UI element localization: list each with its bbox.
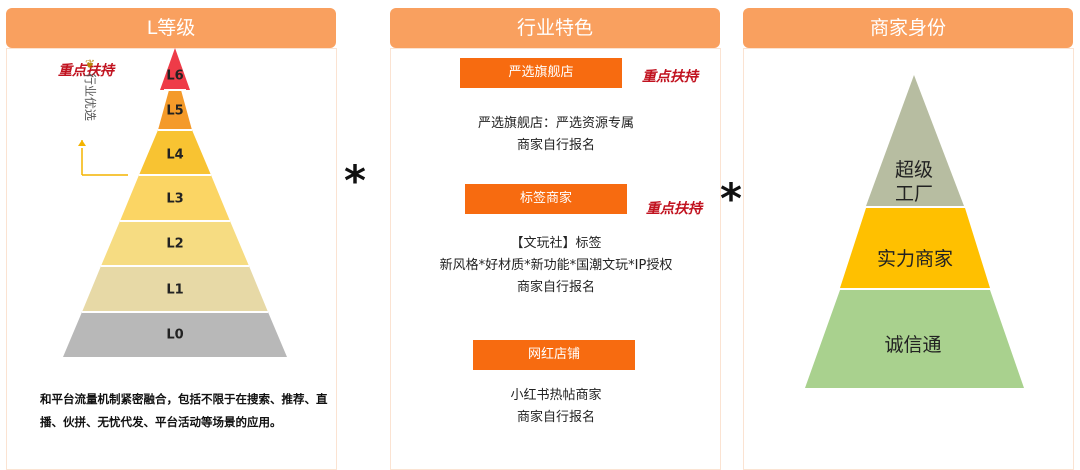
premium-line-1: 严选旗舰店：严选资源专属 [477, 116, 634, 131]
influencer-line-2: 商家自行报名 [516, 410, 595, 425]
left-emphasis-label: 重点扶持 [58, 63, 114, 79]
tier-strength-band [840, 208, 990, 288]
premium-line-2: 商家自行报名 [516, 138, 595, 153]
level-l4-band [139, 130, 211, 175]
bracket-arrow [78, 140, 86, 146]
influencer-line-1: 小红书热帖商家 [510, 388, 602, 403]
tier-label-chengxintong: 诚信通 [884, 334, 942, 356]
level-l5-band [158, 90, 192, 130]
header-merchant-identity: 商家身份 [743, 8, 1073, 48]
level-label-l1: L1 [166, 282, 184, 298]
level-label-l5: L5 [166, 103, 184, 119]
premium-emphasis-label: 重点扶持 [642, 69, 698, 85]
separator-asterisk-2: * [720, 174, 742, 223]
tag-influencer-store: 网红店铺 [473, 340, 635, 370]
level-label-l4: L4 [166, 147, 184, 163]
tier-cxt-band [805, 290, 1024, 388]
tag-premium-flagship: 严选旗舰店 [460, 58, 622, 88]
label-merchant-line-3: 商家自行报名 [516, 280, 595, 295]
label-merchant-line-1: 【文玩社】标签 [510, 236, 602, 251]
label-merchant-line-2: 新风格*好材质*新功能*国潮文玩*IP授权 [439, 258, 673, 273]
level-label-l2: L2 [166, 236, 184, 252]
tier-label-strength-merchant: 实力商家 [876, 248, 954, 270]
level-label-l0: L0 [166, 327, 184, 343]
label-merchant-emphasis-label: 重点扶持 [646, 201, 702, 217]
influencer-description: 小红书热帖商家 商家自行报名 [420, 385, 692, 429]
premium-description: 严选旗舰店：严选资源专属 商家自行报名 [420, 113, 692, 157]
level-label-l3: L3 [166, 191, 184, 207]
level-l0-band [63, 312, 287, 357]
header-industry-features: 行业特色 [390, 8, 720, 48]
tier-super-factory-band [866, 75, 964, 206]
label-merchant-description: 【文玩社】标签 新风格*好材质*新功能*国潮文玩*IP授权 商家自行报名 [400, 233, 712, 299]
level-l1-band [82, 266, 268, 312]
tag-label-merchant: 标签商家 [465, 184, 627, 214]
level-description-note: 和平台流量机制紧密融合，包括不限于在搜索、推荐、直播、伙拼、无忧代发、平台活动等… [40, 392, 328, 429]
level-label-l6: L6 [166, 68, 184, 84]
separator-asterisk-1: * [344, 156, 366, 205]
panel-industry-features [390, 48, 721, 470]
level-l2-band [101, 221, 249, 266]
tier-label-super-factory: 超级 工厂 [894, 159, 934, 205]
level-l6-cap [160, 48, 190, 90]
level-l3-band [120, 175, 230, 221]
header-l-level: L等级 [6, 8, 336, 48]
